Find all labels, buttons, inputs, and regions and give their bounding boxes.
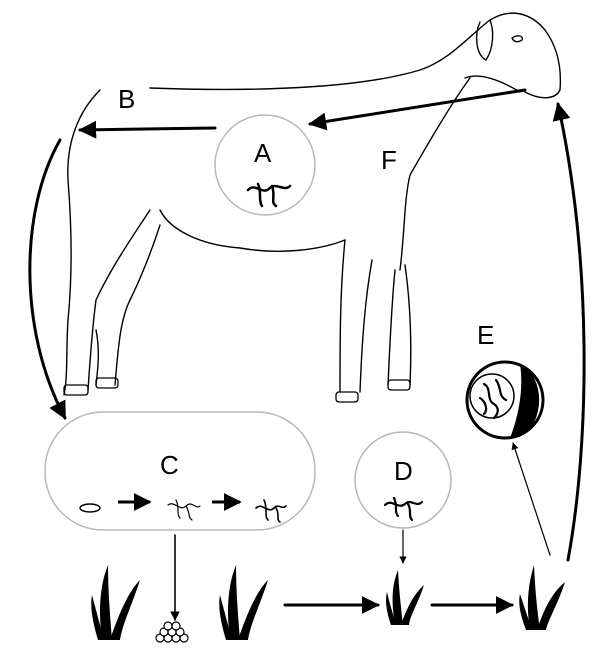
label-b: B — [118, 86, 135, 112]
grass-tuft-4 — [519, 565, 565, 630]
label-f: F — [381, 147, 397, 173]
dung-pellets — [156, 622, 188, 642]
label-e: E — [477, 322, 494, 348]
grass-tuft-2 — [219, 565, 268, 640]
egg-icon — [80, 504, 100, 512]
box-c — [45, 412, 315, 530]
label-c: C — [160, 452, 179, 478]
grass-tuft-3 — [386, 570, 424, 625]
label-a: A — [254, 140, 271, 166]
grass-tuft-1 — [91, 565, 140, 640]
label-d: D — [394, 458, 413, 484]
